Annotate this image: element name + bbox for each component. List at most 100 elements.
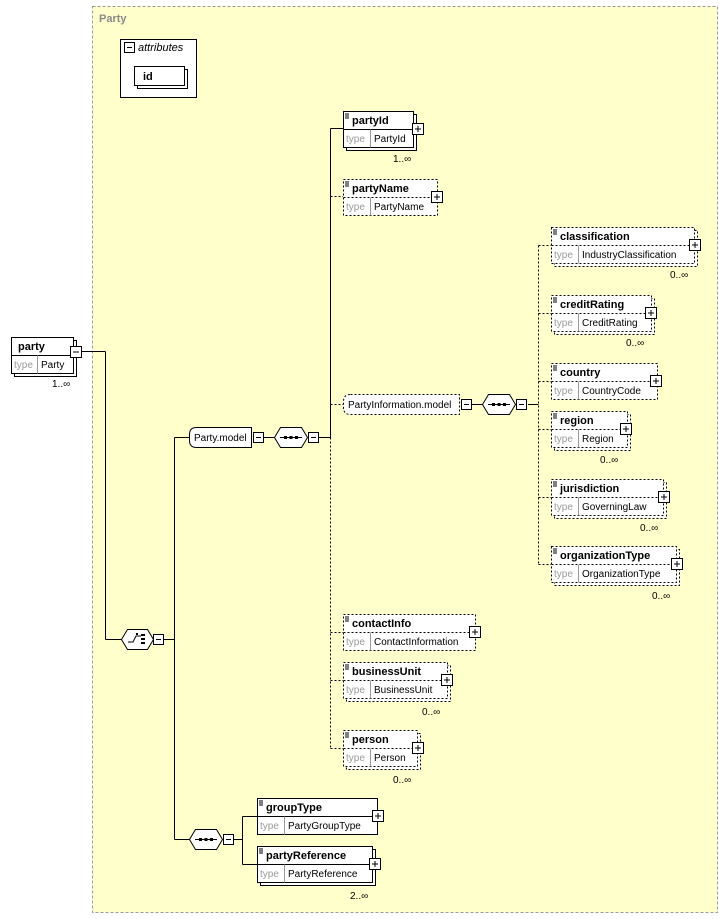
element-name: creditRating <box>560 299 624 311</box>
type-value: ContactInformation <box>374 637 459 648</box>
expand-icon[interactable] <box>689 239 701 251</box>
type-label: type <box>346 134 365 145</box>
element-name: party <box>18 341 46 353</box>
type-value: Party <box>41 360 64 371</box>
element-name: country <box>560 367 601 379</box>
type-label: type <box>346 202 365 213</box>
element-name: partyReference <box>266 850 346 862</box>
expand-icon[interactable] <box>469 626 481 638</box>
collapse-icon[interactable] <box>70 346 82 358</box>
expand-icon[interactable] <box>671 558 683 570</box>
element-name: region <box>560 415 594 427</box>
collapse-icon[interactable] <box>516 399 527 410</box>
occurrence-label: 0..∞ <box>652 591 670 602</box>
choice-compositor-icon[interactable] <box>120 629 155 650</box>
occurrence-label: 1..∞ <box>393 154 411 165</box>
occurrence-label: 0..∞ <box>670 270 688 281</box>
expand-icon[interactable] <box>650 375 662 387</box>
type-label: type <box>554 386 573 397</box>
element-jurisdiction[interactable]: jurisdiction type GoverningLaw 0..∞ <box>551 479 670 535</box>
diagram-title: Party <box>99 13 127 25</box>
element-party-name[interactable]: partyName type PartyName <box>343 179 443 216</box>
type-value: OrganizationType <box>582 569 661 580</box>
occurrence-label: 0..∞ <box>393 775 411 786</box>
occurrence-label: 0..∞ <box>626 338 644 349</box>
type-label: type <box>554 569 573 580</box>
expand-icon[interactable] <box>431 191 443 203</box>
element-classification[interactable]: classification type IndustryClassificati… <box>551 227 701 282</box>
type-value: Region <box>582 434 614 445</box>
attribute-id[interactable]: id <box>143 71 153 83</box>
group-party-information-model[interactable]: PartyInformation.model <box>343 394 472 415</box>
element-region[interactable]: region type Region 0..∞ <box>551 411 632 467</box>
expand-icon[interactable] <box>658 491 670 503</box>
element-name: organizationType <box>560 550 650 562</box>
root-element-party[interactable]: party type Party 1..∞ <box>11 337 82 391</box>
sequence-compositor-icon[interactable] <box>188 829 224 850</box>
collapse-icon[interactable] <box>223 834 234 845</box>
type-label: type <box>346 685 365 696</box>
element-name: businessUnit <box>352 666 421 678</box>
group-party-model[interactable]: Party.model <box>189 427 264 448</box>
element-name: partyId <box>352 115 389 127</box>
type-value: PartyName <box>374 202 424 213</box>
element-name: contactInfo <box>352 618 412 630</box>
type-value: PartyGroupType <box>288 821 361 832</box>
type-label: type <box>554 250 573 261</box>
occurrence-label: 0..∞ <box>600 455 618 466</box>
expand-icon[interactable] <box>620 423 632 435</box>
element-name: classification <box>560 231 630 243</box>
collapse-icon[interactable] <box>461 399 472 410</box>
sequence-compositor-icon[interactable] <box>481 394 517 415</box>
element-name: groupType <box>266 802 322 814</box>
collapse-icon[interactable] <box>124 42 135 53</box>
type-label: type <box>554 318 573 329</box>
collapse-icon[interactable] <box>153 634 164 645</box>
occurrence-label: 1..∞ <box>52 379 70 390</box>
element-name: jurisdiction <box>559 483 620 495</box>
type-value: PartyId <box>374 134 406 145</box>
connector-lines <box>82 128 539 865</box>
type-label: type <box>346 637 365 648</box>
attributes-box: attributes id <box>120 39 197 98</box>
element-credit-rating[interactable]: creditRating type CreditRating 0..∞ <box>551 295 657 350</box>
type-value: CreditRating <box>582 318 638 329</box>
expand-icon[interactable] <box>412 123 424 135</box>
expand-icon[interactable] <box>369 858 381 870</box>
type-value: BusinessUnit <box>374 685 433 696</box>
element-group-type[interactable]: groupType type PartyGroupType <box>257 798 384 835</box>
element-name: person <box>352 734 389 746</box>
element-contact-info[interactable]: contactInfo type ContactInformation <box>343 614 481 651</box>
element-party-id[interactable]: partyId type PartyId 1..∞ <box>343 111 424 166</box>
type-value: GoverningLaw <box>582 502 647 513</box>
element-name: partyName <box>352 183 409 195</box>
occurrence-label: 0..∞ <box>640 523 658 534</box>
type-value: IndustryClassification <box>582 250 676 261</box>
collapse-icon[interactable] <box>308 432 319 443</box>
type-label: type <box>554 434 573 445</box>
group-name: Party.model <box>194 433 247 444</box>
optional-connector-lines <box>330 196 551 749</box>
type-value: CountryCode <box>582 386 641 397</box>
element-country[interactable]: country type CountryCode <box>551 363 662 400</box>
sequence-compositor-icon[interactable] <box>273 427 309 448</box>
collapse-icon[interactable] <box>253 432 264 443</box>
occurrence-label: 2..∞ <box>350 891 368 902</box>
type-label: type <box>260 869 279 880</box>
element-party-reference[interactable]: partyReference type PartyReference 2..∞ <box>257 846 381 903</box>
occurrence-label: 0..∞ <box>422 707 440 718</box>
expand-icon[interactable] <box>372 810 384 822</box>
element-organization-type[interactable]: organizationType type OrganizationType 0… <box>551 546 683 603</box>
expand-icon[interactable] <box>412 742 424 754</box>
group-name: PartyInformation.model <box>348 400 451 411</box>
element-person[interactable]: person type Person 0..∞ <box>343 730 424 787</box>
expand-icon[interactable] <box>645 307 657 319</box>
type-label: type <box>14 360 33 371</box>
type-label: type <box>260 821 279 832</box>
type-value: PartyReference <box>288 869 358 880</box>
expand-icon[interactable] <box>441 674 453 686</box>
attributes-header: attributes <box>138 42 184 54</box>
element-business-unit[interactable]: businessUnit type BusinessUnit 0..∞ <box>343 662 453 719</box>
type-label: type <box>346 753 365 764</box>
